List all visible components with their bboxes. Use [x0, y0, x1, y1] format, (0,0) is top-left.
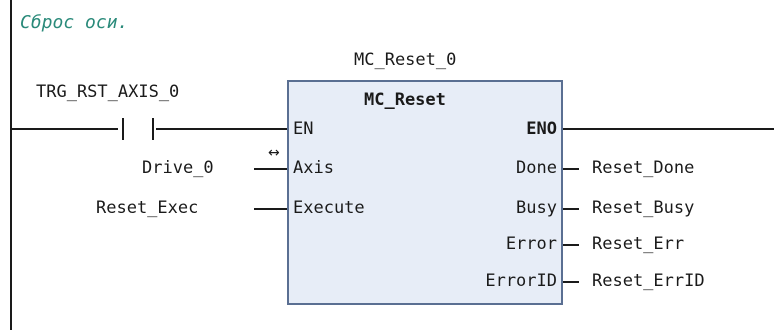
- input-pin-execute: Execute: [293, 198, 365, 218]
- output-pin-errorid: ErrorID: [485, 271, 557, 291]
- execute-wire: [254, 208, 287, 210]
- rung-wire-left: [10, 128, 118, 130]
- input-pin-en: EN: [293, 119, 314, 139]
- execute-variable[interactable]: Reset_Exec: [96, 198, 199, 218]
- error-variable[interactable]: Reset_Err: [592, 234, 685, 254]
- done-wire: [563, 168, 579, 170]
- errorid-variable[interactable]: Reset_ErrID: [592, 271, 705, 291]
- mc-reset-function-block[interactable]: [287, 80, 563, 305]
- rung-wire-en: [156, 128, 287, 130]
- axis-wire: [254, 168, 287, 170]
- busy-wire: [563, 208, 579, 210]
- output-pin-eno: ENO: [526, 119, 557, 139]
- left-power-rail: [10, 0, 12, 330]
- done-variable[interactable]: Reset_Done: [592, 158, 695, 178]
- normally-open-contact[interactable]: [118, 118, 160, 140]
- rung-wire-eno: [563, 128, 774, 130]
- fb-instance-name[interactable]: MC_Reset_0: [354, 50, 457, 70]
- error-wire: [563, 244, 579, 246]
- axis-variable[interactable]: Drive_0: [142, 158, 214, 178]
- inout-arrow-icon: ↔: [268, 145, 280, 161]
- busy-variable[interactable]: Reset_Busy: [592, 198, 695, 218]
- contact-right-bar: [152, 118, 154, 140]
- rung-comment: Сброс оси.: [20, 12, 129, 33]
- output-pin-error: Error: [505, 234, 557, 254]
- output-pin-done: Done: [516, 158, 557, 178]
- contact-left-bar: [122, 118, 124, 140]
- errorid-wire: [563, 281, 579, 283]
- input-pin-axis: Axis: [293, 158, 334, 178]
- output-pin-busy: Busy: [516, 198, 557, 218]
- contact-variable-label[interactable]: TRG_RST_AXIS_0: [36, 82, 180, 102]
- fb-type-name: MC_Reset: [364, 90, 446, 110]
